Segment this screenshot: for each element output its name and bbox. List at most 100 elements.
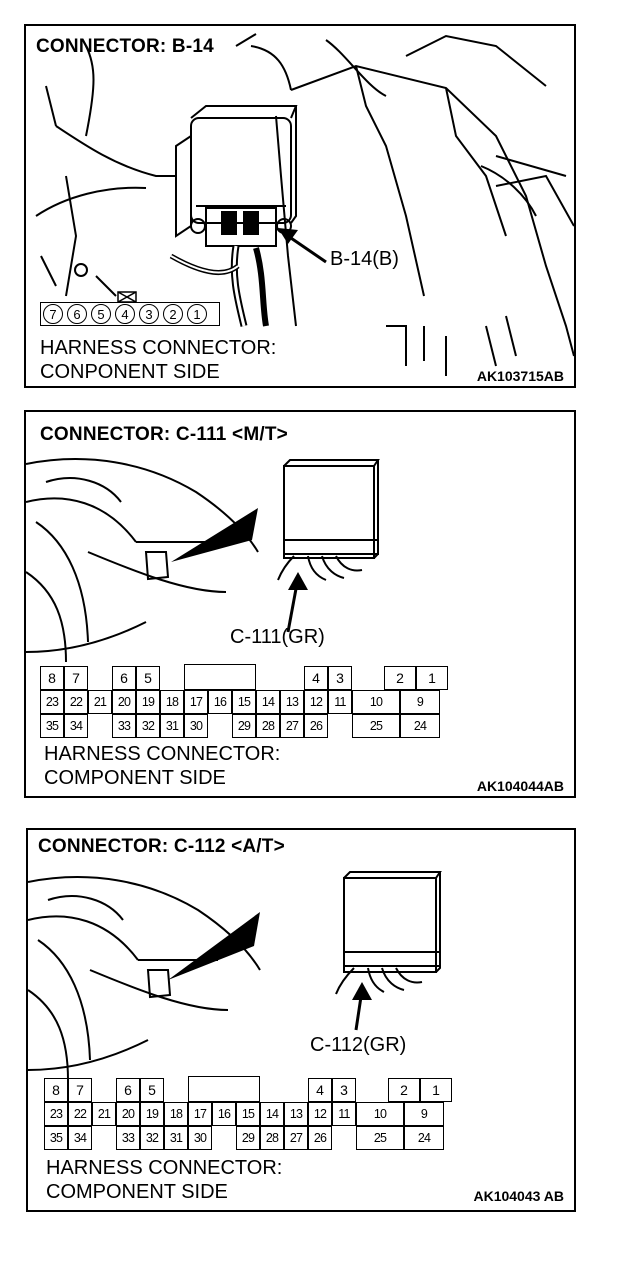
pin-cell: 18 <box>160 690 184 714</box>
pin-cell: 29 <box>232 714 256 738</box>
pin-cell: 2 <box>388 1078 420 1102</box>
pin-cell: 27 <box>284 1126 308 1150</box>
dashboard-illustration <box>28 871 442 1081</box>
pin-cell: 1 <box>420 1078 452 1102</box>
pin-cell: 22 <box>64 690 88 714</box>
pin-cell: 33 <box>112 714 136 738</box>
figure-code: AK103715AB <box>476 368 564 384</box>
pin: 2 <box>163 304 183 324</box>
caption-line-2: COMPONENT SIDE <box>44 767 226 789</box>
pin-cell: 21 <box>92 1102 116 1126</box>
pin-cell: 7 <box>68 1078 92 1102</box>
pin-cell: 17 <box>188 1102 212 1126</box>
pin-cell: 26 <box>304 714 328 738</box>
pin-cell: 33 <box>116 1126 140 1150</box>
pin-cell: 5 <box>140 1078 164 1102</box>
connector-callout: B-14(B) <box>330 248 399 270</box>
pin: 4 <box>115 304 135 324</box>
pin-cell: 30 <box>188 1126 212 1150</box>
pin-cell: 26 <box>308 1126 332 1150</box>
pin-cell: 31 <box>160 714 184 738</box>
pin-cell: 9 <box>404 1102 444 1126</box>
pin-cell: 14 <box>256 690 280 714</box>
panel-title: CONNECTOR: B-14 <box>36 36 214 57</box>
pin-cell: 28 <box>260 1126 284 1150</box>
pin-cell: 15 <box>236 1102 260 1126</box>
pin-cell: 16 <box>208 690 232 714</box>
pin-cell: 30 <box>184 714 208 738</box>
pin-cell: 21 <box>88 690 112 714</box>
connector-key-block <box>188 1076 260 1102</box>
pin-cell: 27 <box>280 714 304 738</box>
pin-cell: 1 <box>416 666 448 690</box>
pin-cell: 23 <box>44 1102 68 1126</box>
pin-cell: 34 <box>68 1126 92 1150</box>
caption-line-1: HARNESS CONNECTOR: <box>46 1157 283 1179</box>
pin-cell: 17 <box>184 690 208 714</box>
pin-cell: 6 <box>116 1078 140 1102</box>
pin-cell: 14 <box>260 1102 284 1126</box>
pin-cell: 3 <box>328 666 352 690</box>
figure-code: AK104044AB <box>476 778 564 794</box>
pin: 5 <box>91 304 111 324</box>
connector-key-block <box>184 664 256 690</box>
pin-cell: 11 <box>328 690 352 714</box>
pin-cell: 7 <box>64 666 88 690</box>
pin-cell: 10 <box>352 690 400 714</box>
pin: 3 <box>139 304 159 324</box>
dashboard-illustration <box>26 458 380 663</box>
engine-bay-illustration <box>35 33 574 376</box>
pin-cell: 13 <box>284 1102 308 1126</box>
pin-cell: 31 <box>164 1126 188 1150</box>
panel-b14: CONNECTOR: B-14 B-14(B) 7 6 5 4 3 2 1 HA… <box>24 24 576 388</box>
caption-line-2: CONPONENT SIDE <box>40 361 220 383</box>
pin: 1 <box>187 304 207 324</box>
pin-cell: 4 <box>304 666 328 690</box>
pin-cell: 35 <box>44 1126 68 1150</box>
pin-cell: 10 <box>356 1102 404 1126</box>
caption-line-1: HARNESS CONNECTOR: <box>44 743 281 765</box>
pin-cell: 16 <box>212 1102 236 1126</box>
pin-cell: 35 <box>40 714 64 738</box>
connector-callout: C-111(GR) <box>230 626 325 648</box>
pin-cell: 34 <box>64 714 88 738</box>
pin-cell: 29 <box>236 1126 260 1150</box>
pin-cell: 4 <box>308 1078 332 1102</box>
pin: 7 <box>43 304 63 324</box>
pin-cell: 18 <box>164 1102 188 1126</box>
pin-cell: 20 <box>112 690 136 714</box>
pin-cell: 5 <box>136 666 160 690</box>
pin-cell: 25 <box>356 1126 404 1150</box>
pin-cell: 9 <box>400 690 440 714</box>
pin-cell: 2 <box>384 666 416 690</box>
pin-cell: 24 <box>404 1126 444 1150</box>
pin-cell: 13 <box>280 690 304 714</box>
pin-cell: 23 <box>40 690 64 714</box>
pin-cell: 20 <box>116 1102 140 1126</box>
panel-title: CONNECTOR: C-112 <A/T> <box>38 836 285 857</box>
pin-cell: 28 <box>256 714 280 738</box>
pin-cell: 15 <box>232 690 256 714</box>
pin-cell: 19 <box>140 1102 164 1126</box>
pin-cell: 19 <box>136 690 160 714</box>
connector-callout: C-112(GR) <box>310 1034 407 1056</box>
pin: 6 <box>67 304 87 324</box>
pin-cell: 6 <box>112 666 136 690</box>
caption-line-2: COMPONENT SIDE <box>46 1181 228 1203</box>
pin-cell: 24 <box>400 714 440 738</box>
pin-cell: 32 <box>140 1126 164 1150</box>
pin-cell: 25 <box>352 714 400 738</box>
caption-line-1: HARNESS CONNECTOR: <box>40 337 277 359</box>
pin-cell: 8 <box>44 1078 68 1102</box>
pin-cell: 12 <box>304 690 328 714</box>
pin-cell: 11 <box>332 1102 356 1126</box>
figure-code: AK104043 AB <box>473 1188 564 1204</box>
pin-cell: 8 <box>40 666 64 690</box>
pin-cell: 32 <box>136 714 160 738</box>
pin-cell: 3 <box>332 1078 356 1102</box>
pin-cell: 22 <box>68 1102 92 1126</box>
